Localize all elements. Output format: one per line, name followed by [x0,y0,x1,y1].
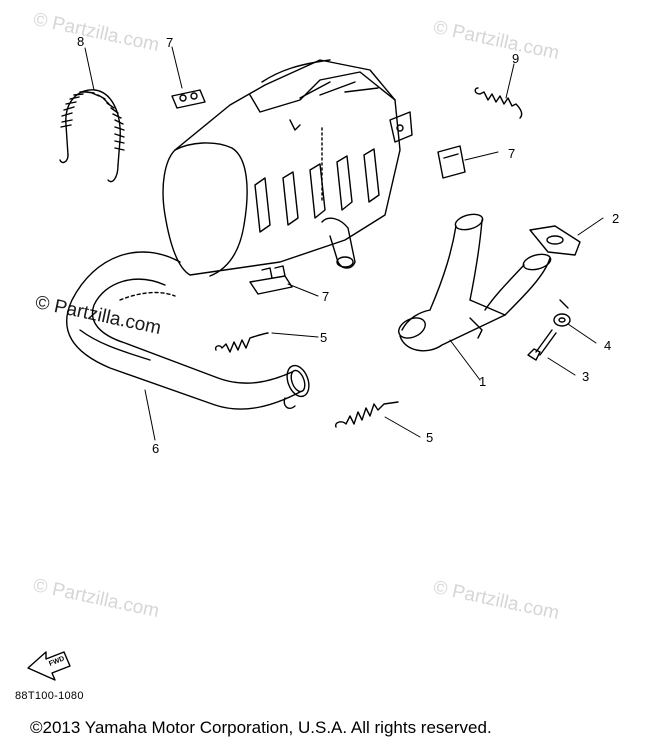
spring-part-8[interactable] [59,89,125,183]
exhaust-pipe-part-6[interactable] [66,251,313,410]
callout-5-lower: 5 [426,430,433,445]
callout-7-right: 7 [508,146,515,161]
manifold-part-1[interactable] [396,212,569,352]
callout-8: 8 [77,34,84,49]
damper-part-7-bottom[interactable] [249,265,293,295]
gasket-part-2[interactable] [529,225,581,256]
callout-7-top: 7 [166,35,173,50]
callout-7-bottom: 7 [322,289,329,304]
callout-5-upper: 5 [320,330,327,345]
callout-4: 4 [604,338,611,353]
callout-3: 3 [582,369,589,384]
callout-6: 6 [152,441,159,456]
copyright-notice: ©2013 Yamaha Motor Corporation, U.S.A. A… [30,718,492,737]
callout-1: 1 [479,374,486,389]
callout-2: 2 [612,211,619,226]
nut-part-4[interactable] [553,313,571,327]
fwd-arrow-icon: FWD [27,651,71,681]
damper-part-7-right[interactable] [437,145,466,179]
diagram-code: 88T100-1080 [15,690,84,702]
spring-part-5-upper[interactable] [214,332,269,353]
spring-part-9[interactable] [474,87,523,119]
leader-lines [84,46,604,441]
muffler[interactable] [162,59,413,277]
bolt-part-3[interactable] [527,329,557,361]
callout-9: 9 [512,51,519,66]
damper-part-7-top[interactable] [171,89,206,109]
spring-part-5-lower[interactable] [335,401,399,428]
